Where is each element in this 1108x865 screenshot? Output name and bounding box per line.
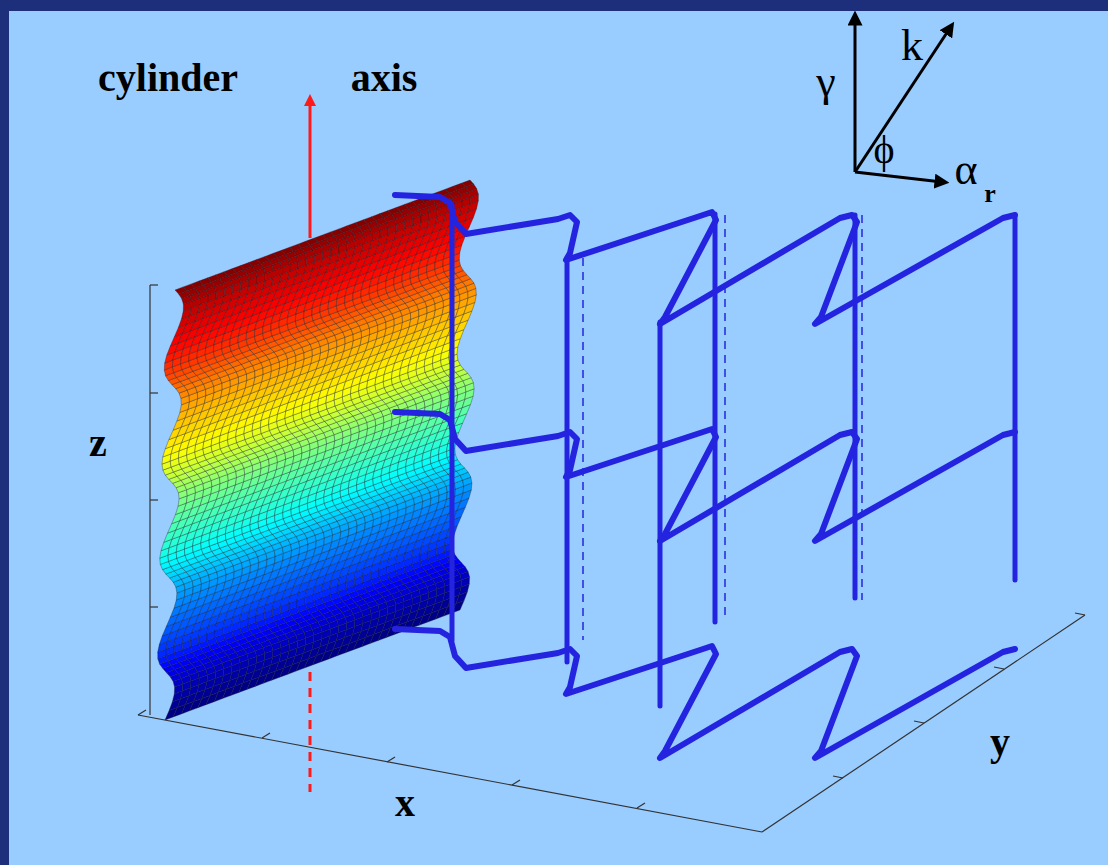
tick-mark: [1075, 613, 1085, 615]
tick-mark: [150, 499, 158, 500]
tick-mark: [637, 803, 645, 808]
tick-mark: [150, 392, 158, 393]
tick-mark: [512, 780, 520, 785]
frame-band: [0, 0, 9, 865]
tick-mark: [833, 776, 843, 778]
axis-frame: [138, 285, 1085, 832]
frame-band: [0, 0, 1108, 11]
x-axis-line: [138, 715, 762, 832]
tick-mark: [150, 284, 158, 285]
wavy-surface: [158, 180, 479, 720]
tick-mark: [994, 667, 1004, 669]
tick-mark: [914, 721, 924, 723]
y-axis-line: [762, 615, 1085, 832]
cylinder-axis-dashed: [309, 672, 312, 792]
tick-mark: [262, 733, 270, 738]
tick-mark: [138, 710, 146, 715]
tick-mark: [387, 757, 395, 762]
tick-mark: [150, 606, 158, 607]
